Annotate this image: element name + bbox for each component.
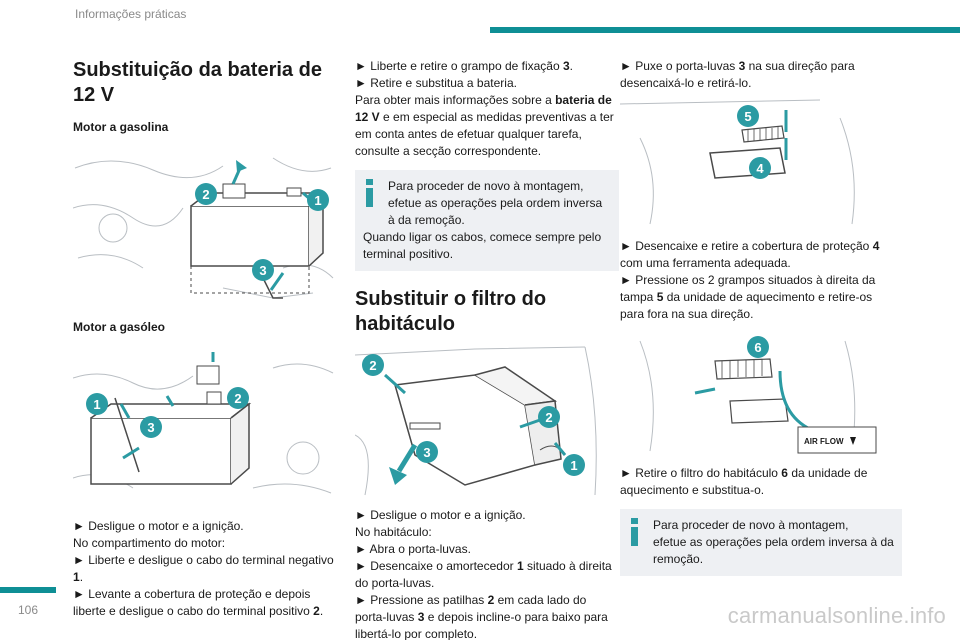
- header-accent-bar: [490, 27, 960, 33]
- glovebox-callout-1: 1: [570, 458, 577, 473]
- battery-reassembly-note: Para proceder de novo à montagem, efetue…: [355, 170, 619, 271]
- battery-note-line-2: efetue as operações pela ordem inversa à…: [388, 196, 603, 227]
- airflow-arrow-icon: [850, 437, 856, 445]
- battery-step-6: ► Retire e substitua a bateria.: [355, 76, 517, 90]
- filter-step-7: ► Desencaixe e retire a cobertura de pro…: [620, 239, 880, 270]
- glovebox-illustration: 2 2 3 1: [355, 345, 617, 497]
- footer-accent-bar: [0, 587, 56, 593]
- filter-note-line-1: Para proceder de novo à montagem,: [653, 518, 849, 532]
- filter-step-1: ► Desligue o motor e a ignição.: [355, 508, 526, 522]
- petrol-callout-1: 1: [314, 193, 321, 208]
- filter-step-9: ► Retire o filtro do habitáculo 6 da uni…: [620, 466, 868, 497]
- filter-step-3: ► Abra o porta-luvas.: [355, 542, 471, 556]
- column-battery: Substituição da bateria de 12 V Motor a …: [73, 58, 335, 620]
- petrol-engine-heading: Motor a gasolina: [73, 120, 169, 134]
- section-header: Informações práticas: [75, 7, 187, 21]
- glovebox-callout-3: 3: [423, 445, 430, 460]
- housing-callout-4: 4: [756, 161, 764, 176]
- diesel-callout-1: 1: [93, 397, 100, 412]
- battery-step-4: ► Levante a cobertura de proteção e depo…: [73, 587, 324, 618]
- battery-more-info: Para obter mais informações sobre a bate…: [355, 93, 614, 158]
- filter-reassembly-note: Para proceder de novo à montagem, efetue…: [620, 509, 902, 576]
- petrol-battery-illustration: 2 1 3: [73, 148, 335, 308]
- battery-note-line-3: Quando ligar os cabos, comece sempre pel…: [363, 230, 602, 261]
- info-icon: [366, 179, 373, 207]
- glovebox-callout-2-left: 2: [369, 358, 376, 373]
- battery-step-1: ► Desligue o motor e a ignição.: [73, 519, 244, 533]
- diesel-callout-2: 2: [234, 391, 241, 406]
- battery-step-3: ► Liberte e desligue o cabo do terminal …: [73, 553, 334, 584]
- diesel-callout-3: 3: [147, 420, 154, 435]
- battery-step-2: No compartimento do motor:: [73, 536, 226, 550]
- airflow-label: AIR FLOW: [804, 437, 844, 446]
- heater-housing-illustration: 5 4: [620, 98, 882, 228]
- filter-step-4: ► Desencaixe o amortecedor 1 situado à d…: [355, 559, 612, 590]
- cabin-filter-illustration: AIR FLOW 6: [620, 331, 882, 455]
- column-battery-continued: ► Liberte e retire o grampo de fixação 3…: [355, 58, 619, 640]
- filter-step-8: ► Pressione os 2 grampos situados à dire…: [620, 273, 876, 321]
- diesel-battery-illustration: 1 3 2: [73, 348, 335, 504]
- filter-section-title: Substituir o filtro do habitáculo: [355, 288, 547, 335]
- info-icon: [631, 518, 638, 546]
- filter-callout-6: 6: [754, 340, 761, 355]
- petrol-callout-2: 2: [202, 187, 209, 202]
- housing-callout-5: 5: [744, 109, 751, 124]
- glovebox-callout-2-right: 2: [545, 410, 552, 425]
- battery-section-title: Substituição da bateria de 12 V: [73, 59, 322, 106]
- watermark: carmanualsonline.info: [727, 603, 946, 628]
- filter-step-5: ► Pressione as patilhas 2 em cada lado d…: [355, 593, 608, 640]
- column-filter-continued: ► Puxe o porta-luvas 3 na sua direção pa…: [620, 58, 902, 586]
- battery-step-5: ► Liberte e retire o grampo de fixação 3…: [355, 59, 574, 73]
- filter-step-2: No habitáculo:: [355, 525, 432, 539]
- page-number: 106: [18, 603, 39, 617]
- filter-step-6: ► Puxe o porta-luvas 3 na sua direção pa…: [620, 59, 855, 90]
- diesel-engine-heading: Motor a gasóleo: [73, 320, 166, 334]
- filter-note-line-2: efetue as operações pela ordem inversa à…: [653, 535, 894, 566]
- petrol-callout-3: 3: [259, 263, 266, 278]
- battery-note-line-1: Para proceder de novo à montagem,: [388, 179, 584, 193]
